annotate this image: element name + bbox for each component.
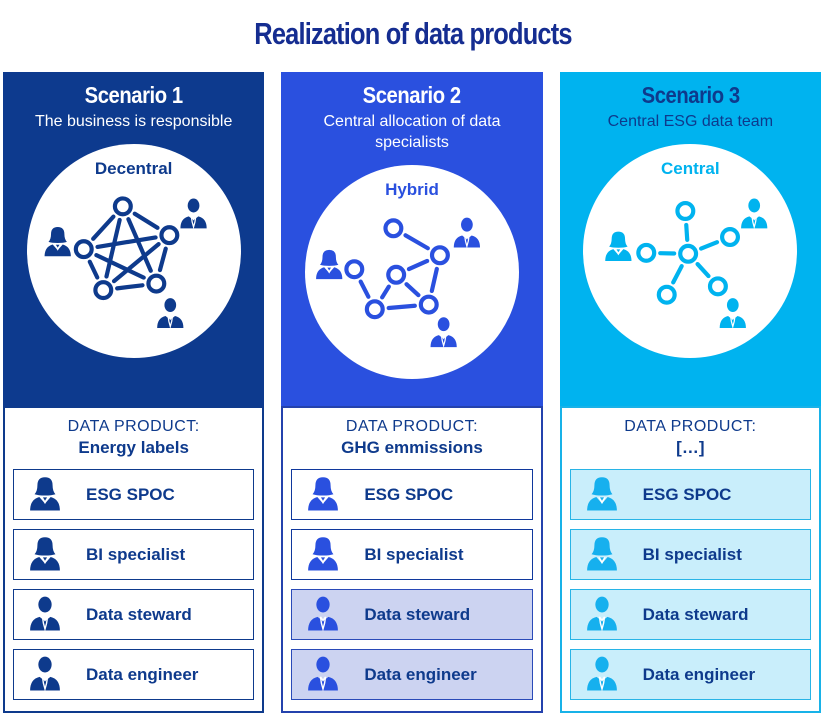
data-product-value: […] (676, 438, 705, 457)
man-icon (583, 596, 621, 634)
org-model-circle-central: Central (583, 144, 798, 358)
scenario-2-footer: DATA PRODUCT: GHG emmissions ESG SPOC BI… (281, 406, 543, 713)
role-label: Data steward (642, 604, 749, 624)
woman-icon (26, 476, 64, 514)
woman-icon (583, 536, 621, 574)
role-label: ESG SPOC (364, 484, 454, 504)
role-card-esg-spoc: ESG SPOC (569, 469, 811, 520)
role-label: ESG SPOC (642, 484, 732, 504)
role-label: Data engineer (86, 664, 199, 684)
role-card-esg-spoc: ESG SPOC (291, 469, 533, 520)
role-label: BI specialist (642, 544, 742, 564)
role-card-data-engineer: Data engineer (291, 649, 533, 700)
woman-icon (605, 231, 632, 261)
role-card-esg-spoc: ESG SPOC (13, 469, 255, 520)
data-product-label: DATA PRODUCT: (624, 418, 757, 435)
role-card-data-steward: Data steward (569, 589, 811, 640)
scenario-2-header: Scenario 2 Central allocation of data sp… (281, 72, 543, 406)
scenario-3-subtitle: Central ESG data team (607, 113, 774, 130)
scenario-1-header: Scenario 1 The business is responsible D… (3, 72, 265, 406)
scenario-1-panel: Scenario 1 The business is responsible D… (3, 72, 265, 713)
role-label: Data steward (364, 604, 471, 624)
data-product-label: DATA PRODUCT: (345, 418, 479, 435)
role-card-bi-specialist: BI specialist (291, 529, 533, 580)
scenario-3-footer: DATA PRODUCT: […] ESG SPOC BI specialist… (559, 406, 821, 713)
scenario-2-subtitle: Central allocation of data specialists (323, 113, 501, 151)
org-model-label: Central (661, 159, 720, 178)
hybrid-network-diagram (316, 217, 481, 348)
woman-icon (304, 476, 342, 514)
woman-icon (304, 536, 342, 574)
org-model-label: Hybrid (385, 180, 439, 199)
role-card-bi-specialist: BI specialist (13, 529, 255, 580)
data-product-label: DATA PRODUCT: (67, 418, 200, 435)
role-label: Data engineer (642, 664, 756, 684)
man-icon (26, 596, 64, 634)
scenario-3-header: Scenario 3 Central ESG data team Central (559, 72, 821, 406)
central-network-diagram (605, 197, 769, 329)
woman-icon (316, 249, 343, 280)
scenario-3-title: Scenario 3 (641, 82, 740, 108)
man-icon (26, 656, 64, 694)
roles-list: ESG SPOC BI specialist Data steward Data… (13, 469, 255, 700)
man-icon (179, 197, 207, 230)
role-label: BI specialist (364, 544, 464, 564)
scenario-3-panel: Scenario 3 Central ESG data team Central… (559, 72, 821, 713)
scenario-2-panel: Scenario 2 Central allocation of data sp… (281, 72, 543, 713)
scenario-1-title: Scenario 1 (84, 82, 183, 108)
org-model-circle-decentral: Decentral (26, 144, 241, 358)
woman-icon (583, 476, 621, 514)
man-icon (304, 596, 342, 634)
man-icon (719, 297, 747, 329)
org-model-label: Decentral (94, 159, 173, 178)
man-icon (156, 297, 184, 329)
page-title: Realization of data products (254, 16, 572, 51)
scenario-2-title: Scenario 2 (362, 82, 461, 108)
man-icon (429, 316, 458, 348)
role-card-data-engineer: Data engineer (13, 649, 255, 700)
man-icon (453, 217, 481, 249)
scenario-1-footer: DATA PRODUCT: Energy labels ESG SPOC BI … (3, 406, 265, 713)
role-card-data-engineer: Data engineer (569, 649, 811, 700)
woman-icon (26, 536, 64, 574)
man-icon (583, 656, 621, 694)
role-card-bi-specialist: BI specialist (569, 529, 811, 580)
roles-list: ESG SPOC BI specialist Data steward Data… (569, 469, 811, 700)
data-product-value: Energy labels (78, 438, 189, 457)
role-label: BI specialist (86, 544, 186, 564)
man-icon (740, 197, 769, 230)
role-card-data-steward: Data steward (13, 589, 255, 640)
data-product-value: GHG emmissions (341, 438, 483, 457)
scenario-1-subtitle: The business is responsible (34, 113, 233, 130)
org-model-circle-hybrid: Hybrid (304, 165, 519, 379)
scenario-panels-row: Scenario 1 The business is responsible D… (3, 72, 821, 713)
woman-icon (44, 226, 71, 257)
decentral-network-diagram (44, 196, 207, 329)
role-label: Data steward (86, 604, 192, 624)
role-label: ESG SPOC (86, 484, 175, 504)
role-label: Data engineer (364, 664, 477, 684)
role-card-data-steward: Data steward (291, 589, 533, 640)
man-icon (304, 656, 342, 694)
roles-list: ESG SPOC BI specialist Data steward Data… (291, 469, 533, 700)
